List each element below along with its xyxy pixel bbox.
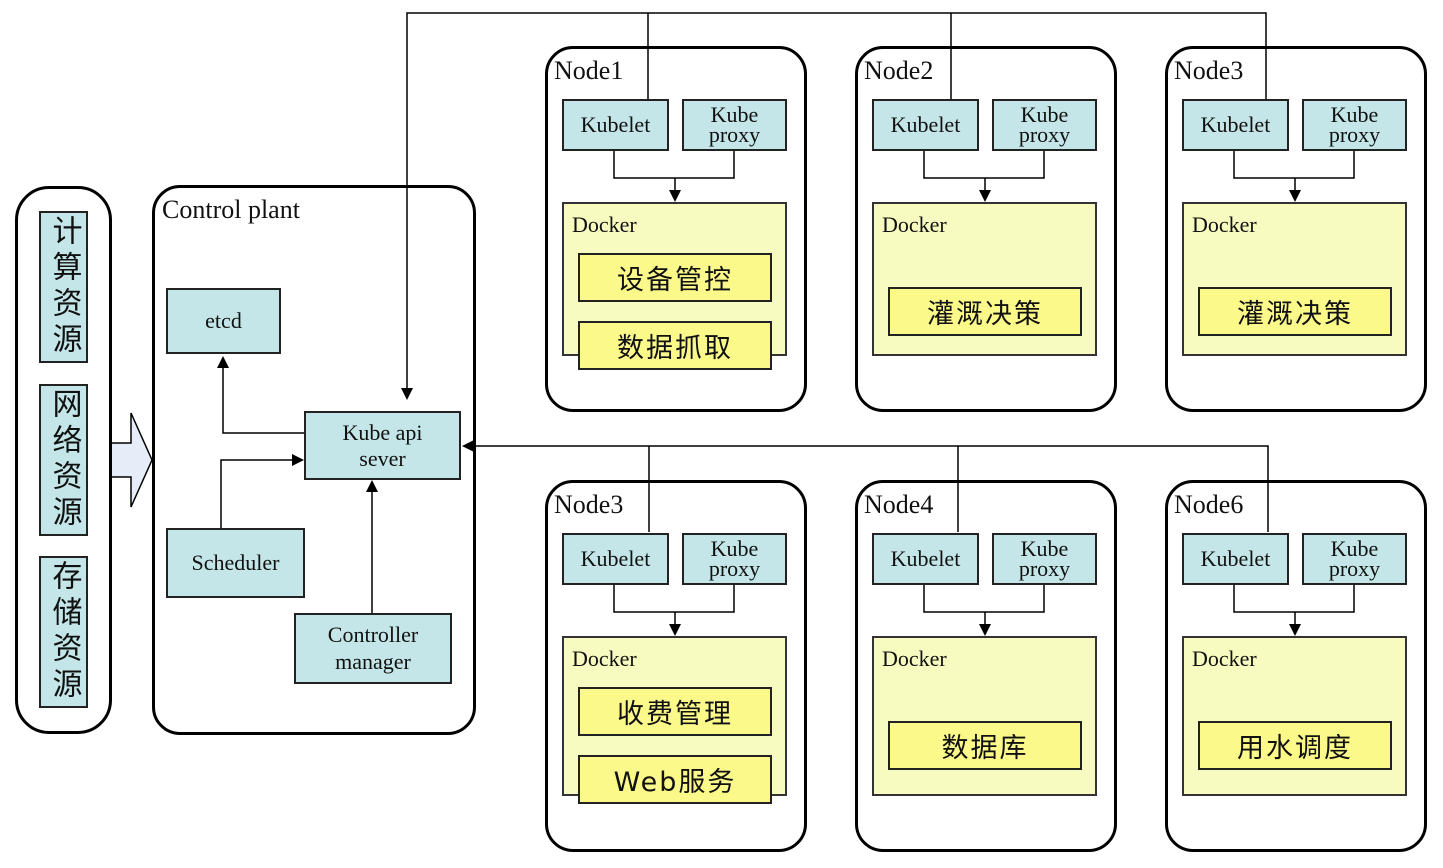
kube-proxy-label-line2: proxy [708, 122, 761, 147]
resource-compute: 计算资源 [39, 211, 88, 363]
api-to-etcd-arrow [217, 356, 304, 434]
kube-proxy-label-line1: Kube [710, 536, 759, 562]
app-label: 数据库 [941, 733, 1029, 764]
docker-label: Docker [1192, 646, 1257, 671]
scheduler-label: Scheduler [191, 550, 280, 575]
merge-connector [1233, 585, 1355, 613]
kubelet-box[interactable]: Kubelet [872, 533, 979, 585]
app-label: 设备管控 [617, 265, 733, 296]
kubelet-label: Kubelet [580, 546, 651, 571]
merge-connector [923, 151, 1045, 179]
kubelet-box[interactable]: Kubelet [1182, 99, 1289, 151]
kube-proxy-label-line1: Kube [1330, 536, 1379, 562]
app-label: Web服务 [613, 767, 737, 798]
merge-connector [613, 151, 735, 179]
node-group [855, 480, 1117, 852]
app-label: 数据抓取 [617, 333, 733, 364]
docker-label: Docker [882, 646, 947, 671]
kube-proxy-label-line2: proxy [1018, 556, 1071, 581]
etcd-label: etcd [205, 308, 242, 333]
kube-proxy-label-line1: Kube [710, 102, 759, 128]
scheduler-box[interactable]: Scheduler [166, 528, 305, 598]
node-title: Node2 [864, 56, 934, 85]
kubelet-label: Kubelet [1200, 112, 1271, 137]
kube-proxy-label-line1: Kube [1020, 102, 1069, 128]
control-plane-title: Control plant [162, 195, 300, 224]
kube-proxy-label-line1: Kube [1330, 102, 1379, 128]
kubelet-label: Kubelet [890, 112, 961, 137]
bottom-bus [462, 440, 1269, 532]
merge-connector [923, 585, 1045, 613]
controller-manager-label-line1: Controller [327, 622, 419, 647]
docker-label: Docker [572, 212, 637, 237]
controller-manager-label-line2: manager [335, 649, 411, 674]
app-container[interactable]: 数据库 [888, 721, 1082, 770]
node-title: Node3 [1174, 56, 1244, 85]
scheduler-to-api-arrow [220, 454, 304, 528]
app-label: 灌溉决策 [1237, 299, 1353, 330]
node-title: Node4 [864, 490, 934, 519]
merge-connector [1233, 151, 1355, 179]
docker-label: Docker [882, 212, 947, 237]
kube-proxy-label-line1: Kube [1020, 536, 1069, 562]
app-container[interactable]: 数据抓取 [578, 321, 772, 370]
node-group [545, 46, 807, 412]
node-title: Node1 [554, 56, 624, 85]
top-bus [401, 12, 1267, 400]
app-label: 收费管理 [617, 699, 733, 730]
etcd-box[interactable]: etcd [166, 288, 281, 354]
kubelet-label: Kubelet [580, 112, 651, 137]
app-container[interactable]: 收费管理 [578, 687, 772, 736]
api-server-label-line2: sever [359, 445, 406, 471]
kubelet-box[interactable]: Kubelet [562, 533, 669, 585]
kubelet-box[interactable]: Kubelet [562, 99, 669, 151]
kube-proxy-label-line2: proxy [708, 556, 761, 581]
kube-proxy-label-line2: proxy [1328, 556, 1381, 581]
node-group [1165, 480, 1427, 852]
app-container[interactable]: 用水调度 [1198, 721, 1392, 770]
app-container[interactable]: Web服务 [578, 755, 772, 804]
kube-proxy-label-line2: proxy [1018, 122, 1071, 147]
docker-label: Docker [572, 646, 637, 671]
controller-manager-box[interactable]: Controller manager [294, 613, 452, 684]
kube-api-server-box[interactable]: Kube api sever [304, 411, 461, 480]
node-group [1165, 46, 1427, 412]
resource-storage: 存储资源 [39, 556, 88, 708]
resources-group [15, 186, 112, 734]
node-group [855, 46, 1117, 412]
app-container[interactable]: 灌溉决策 [1198, 287, 1392, 336]
app-label: 用水调度 [1237, 733, 1353, 764]
docker-label: Docker [1192, 212, 1257, 237]
kube-proxy-label-line2: proxy [1328, 122, 1381, 147]
resource-network: 网络资源 [39, 384, 88, 536]
kubelet-box[interactable]: Kubelet [872, 99, 979, 151]
app-container[interactable]: 设备管控 [578, 253, 772, 302]
api-server-label-line1: Kube api [342, 419, 423, 445]
node-title: Node6 [1174, 490, 1244, 519]
kubelet-label: Kubelet [1200, 546, 1271, 571]
merge-connector [613, 585, 735, 613]
kubelet-box[interactable]: Kubelet [1182, 533, 1289, 585]
node-title: Node3 [554, 490, 624, 519]
node-group [545, 480, 807, 852]
control-plane-group [152, 185, 476, 735]
app-container[interactable]: 灌溉决策 [888, 287, 1082, 336]
kubelet-label: Kubelet [890, 546, 961, 571]
app-label: 灌溉决策 [927, 299, 1043, 330]
resource-arrow [110, 412, 153, 508]
